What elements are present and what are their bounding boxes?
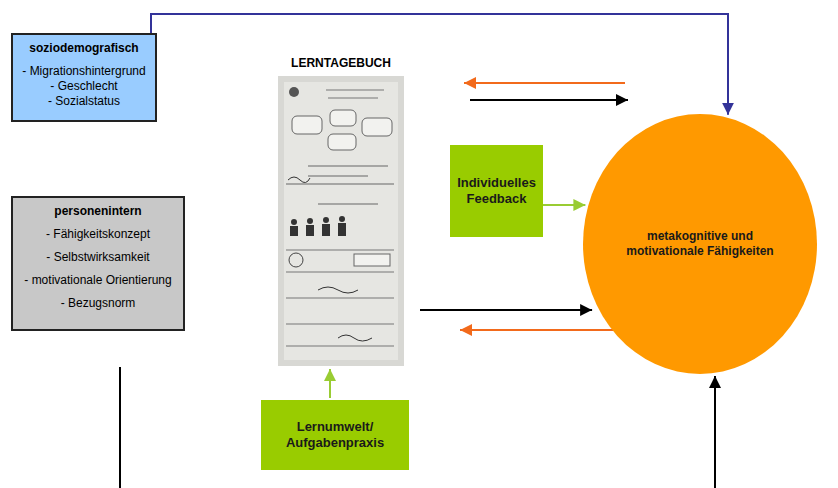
environment-box: Lernumwelt/ Aufgabenpraxis (261, 400, 409, 470)
page-icon (289, 87, 299, 97)
feedback-box: Individuelles Feedback (450, 145, 543, 237)
figure-icon (323, 217, 329, 223)
figure-icon (339, 216, 345, 222)
connector-arrow (470, 99, 628, 101)
circle-fill (583, 114, 817, 374)
figure-title: LERNTAGEBUCH (266, 54, 416, 74)
page-lines (286, 250, 394, 346)
box-label: Individuelles Feedback (456, 175, 537, 207)
connector-arrow (329, 369, 331, 398)
box-heading: personenintern (21, 204, 175, 218)
list-item: - Sozialstatus (21, 94, 147, 109)
list-item: - motivationale Orientierung (21, 273, 175, 288)
connector-arrow (460, 329, 617, 331)
date-field (354, 254, 390, 266)
box-heading: soziodemografisch (21, 41, 147, 55)
list-item: - Geschlecht (21, 79, 147, 94)
speech-bubble (328, 134, 356, 150)
page-lines (286, 166, 394, 184)
list-item: - Migrationshintergrund (21, 64, 147, 79)
connector-arrow (151, 14, 728, 115)
speech-bubble (362, 118, 392, 136)
connector-arrow (464, 82, 625, 84)
page-scribble (326, 90, 384, 98)
figure-icon (322, 224, 330, 236)
speech-bubble (330, 110, 356, 126)
list-item: - Fähigkeitskonzept (21, 227, 175, 242)
connector-arrow (543, 204, 585, 206)
diary-page-illustration (278, 76, 404, 366)
connector-arrow (420, 309, 592, 311)
handwriting (318, 287, 358, 293)
figure-icon (307, 218, 313, 224)
figure-icon (290, 226, 298, 236)
page-icon (289, 253, 303, 267)
category-box: personenintern - Fähigkeitskonzept - Selbs… (11, 196, 185, 331)
skills-circle: metakognitive und motivationale Fähigkei… (582, 113, 818, 375)
diary-figure: LERNTAGEBUCH (266, 54, 416, 368)
circle-label: metakognitive und motivationale Fähigkei… (625, 229, 775, 259)
connector-arrow (120, 367, 715, 488)
figure-icon (291, 219, 297, 225)
handwriting (288, 177, 310, 183)
list-item: - Selbstwirksamkeit (21, 250, 175, 265)
page-photo (278, 76, 404, 366)
page-sheet (284, 82, 398, 360)
category-box: soziodemografisch - Migrationshintergrund… (11, 33, 157, 122)
list-item: - Bezugsnorm (21, 296, 175, 311)
figure-icon (306, 225, 314, 236)
speech-bubble (292, 116, 322, 134)
figure-icon (338, 223, 346, 236)
handwriting (338, 335, 372, 341)
box-label: Lernumwelt/ Aufgabenpraxis (267, 419, 403, 451)
page-lines (318, 204, 378, 205)
